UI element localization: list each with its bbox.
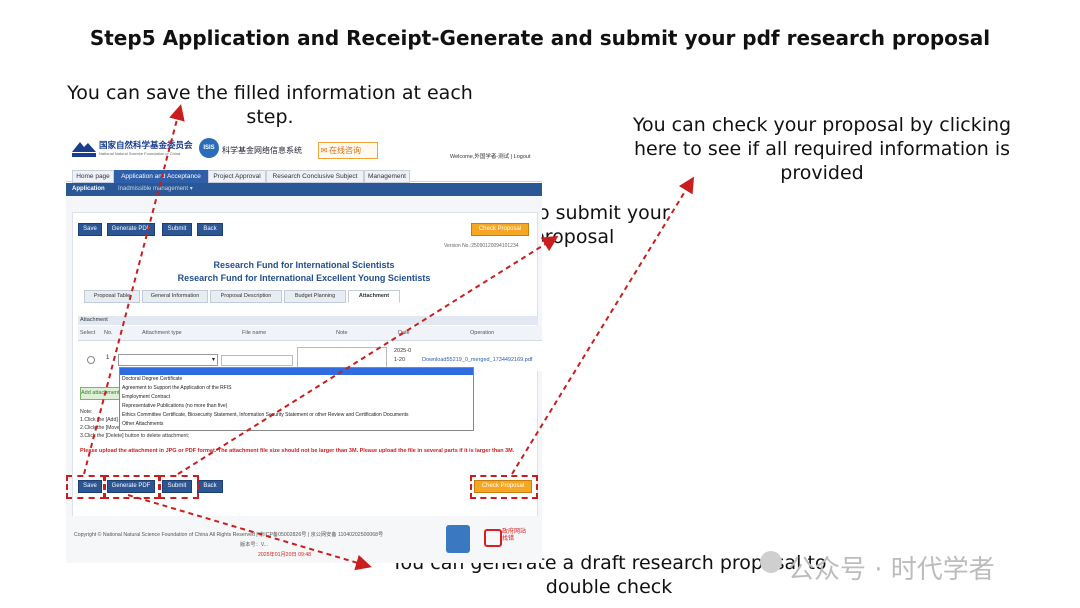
subnav-application[interactable]: Application	[72, 186, 105, 192]
arrow-save	[83, 104, 185, 475]
tab-attachment[interactable]: Attachment	[348, 290, 400, 303]
online-consult-button[interactable]: ✉在线咨询	[318, 142, 378, 159]
col-no: No.	[104, 330, 113, 336]
tab-proposal-table[interactable]: Proposal Table	[84, 290, 140, 303]
slide-title: Step5 Application and Receipt-Generate a…	[89, 26, 991, 50]
highlight-submit	[159, 475, 199, 499]
tab-general-information[interactable]: General Information	[142, 290, 208, 303]
back-button-top[interactable]: Back	[197, 223, 223, 236]
option-doctoral-degree[interactable]: Doctoral Degree Certificate	[122, 376, 183, 382]
form-title-1: Research Fund for International Scientis…	[213, 260, 395, 270]
watermark: 公众号 · 时代学者	[788, 555, 995, 585]
nsfc-screenshot: 国家自然科学基金委员会 National Natural Science Fou…	[66, 133, 542, 563]
note-check: You can check your proposal by clicking …	[632, 114, 1012, 184]
nav-conclusive-subject[interactable]: Research Conclusive Subject	[266, 170, 364, 183]
logo-text-en: National Natural Science Foundation of C…	[99, 151, 181, 156]
notes-heading: Note:	[80, 409, 93, 415]
isis-logo-icon: ISIS	[199, 138, 219, 158]
attachment-type-select[interactable]: ▾	[118, 354, 218, 366]
col-note: Note	[336, 330, 348, 336]
col-type: Attachment type	[142, 330, 182, 336]
footer-copyright: Copyright © National Natural Science Fou…	[74, 532, 384, 538]
highlight-save	[66, 475, 106, 499]
consult-label: 在线咨询	[329, 146, 361, 155]
sub-nav: Application Inadmissible management ▾	[66, 183, 542, 196]
gov-site-label[interactable]: 政府网站 找错	[502, 529, 527, 542]
form-title-2: Research Fund for International Excellen…	[177, 273, 431, 283]
submit-button-top[interactable]: Submit	[162, 223, 192, 236]
attachment-type-dropdown: Doctoral Degree Certificate Agreement to…	[119, 367, 474, 431]
add-attachment-button[interactable]: Add attachment	[80, 387, 122, 400]
isis-title: 科学基金网络信息系统	[222, 146, 302, 155]
row-number: 1	[106, 355, 110, 361]
nav-home[interactable]: Home page	[72, 170, 114, 183]
col-filename: File name	[242, 330, 267, 336]
notes-line-3: 3.Click the [Delete] button to delete at…	[80, 433, 190, 439]
option-publications[interactable]: Representative Publications (no more tha…	[122, 403, 228, 409]
col-date: Date	[398, 330, 410, 336]
submit-button[interactable]: Submit	[162, 480, 192, 493]
check-proposal-button-top[interactable]: Check Proposal	[471, 223, 529, 236]
attachment-columns: Select No. Attachment type File name Not…	[78, 326, 542, 341]
site-header: 国家自然科学基金委员会 National Natural Science Fou…	[66, 133, 542, 165]
row-date: 2025-01-20	[394, 348, 412, 363]
generate-pdf-button[interactable]: Generate PDF	[107, 480, 155, 493]
tab-budget-planning[interactable]: Budget Planning	[284, 290, 346, 303]
col-operation: Operation	[470, 330, 495, 336]
chevron-down-icon: ▾	[211, 357, 215, 363]
arrow-generate	[127, 494, 372, 571]
save-button[interactable]: Save	[78, 480, 102, 493]
option-ethics-certificate[interactable]: Ethics Committee Certificate, Biosecurit…	[122, 412, 409, 418]
welcome-logout[interactable]: Welcome,外国学者-测试 | Logout	[450, 154, 531, 160]
download-link[interactable]: Download55219_0_merged_1734492169.pdf	[422, 357, 533, 363]
tab-proposal-description[interactable]: Proposal Description	[210, 290, 282, 303]
check-proposal-button[interactable]: Check Proposal	[474, 480, 532, 493]
note-save: You can save the filled information at e…	[67, 82, 473, 128]
nav-management[interactable]: Management	[364, 170, 410, 183]
nav-project-approval[interactable]: Project Approval	[208, 170, 266, 183]
save-button-top[interactable]: Save	[78, 223, 102, 236]
col-select: Select	[80, 330, 96, 336]
highlight-check-proposal	[470, 475, 538, 499]
row-checkbox[interactable]	[87, 356, 95, 364]
option-employment-contract[interactable]: Employment Contract	[122, 394, 171, 400]
file-name-input[interactable]	[221, 355, 293, 366]
arrow-check	[511, 176, 695, 475]
dropdown-highlight	[120, 368, 473, 375]
footer-version: 版本号：V...	[240, 542, 269, 548]
option-other-attachments[interactable]: Other Attachments	[122, 421, 164, 427]
attachment-header: Attachment	[78, 316, 538, 325]
version-number: Version No.:25090120094101234	[444, 243, 519, 249]
wechat-icon	[760, 551, 782, 573]
logo-text-cn: 国家自然科学基金委员会	[99, 140, 193, 150]
chat-icon: ✉	[320, 146, 328, 155]
footer-date: 2025年01月20日 09:48	[258, 552, 312, 558]
upload-warning: Please upload the attachment in JPG or P…	[80, 448, 515, 454]
subnav-inadmissible[interactable]: Inadmissible management ▾	[118, 186, 193, 192]
arrow-submit	[177, 235, 559, 475]
police-badge-icon[interactable]	[446, 525, 470, 553]
option-support-agreement[interactable]: Agreement to Support the Application of …	[122, 385, 232, 391]
nsfc-logo-icon	[72, 142, 96, 157]
generate-pdf-button-top[interactable]: Generate PDF	[107, 223, 155, 236]
gov-site-icon[interactable]	[484, 529, 502, 547]
